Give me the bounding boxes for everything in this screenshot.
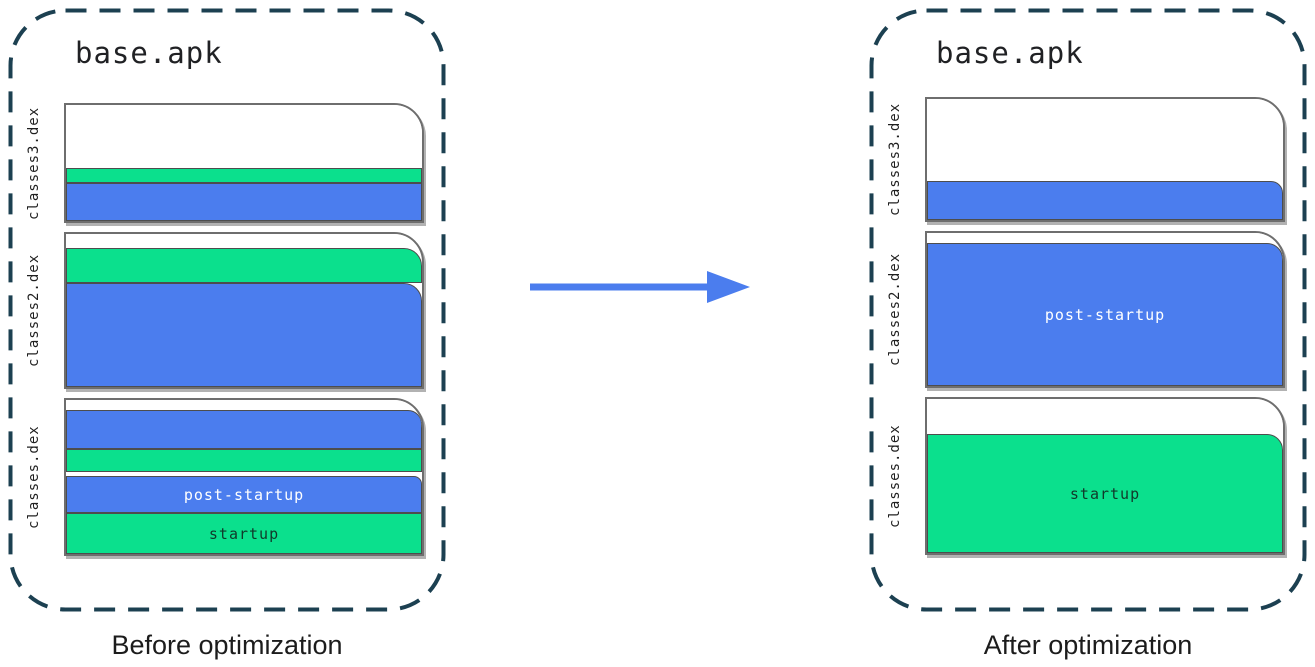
- startup-segment: [66, 168, 422, 183]
- file-row: classes3.dex: [8, 103, 446, 223]
- segment-label: post-startup: [1044, 305, 1166, 324]
- segment-label: startup: [1069, 484, 1141, 503]
- apk-title-before: base.apk: [75, 36, 223, 70]
- caption-before: Before optimization: [111, 630, 343, 660]
- startup-segment: startup: [66, 513, 422, 554]
- dex-file-label: classes2.dex: [26, 253, 42, 368]
- post-startup-segment: post-startup: [927, 243, 1283, 386]
- segment-label: startup: [208, 524, 280, 543]
- post-startup-segment: post-startup: [66, 476, 422, 513]
- dex-file-shape: startup: [925, 397, 1285, 555]
- dex-file-label: classes.dex: [887, 424, 903, 528]
- file-row: classes.dex post-startup startup: [8, 398, 446, 556]
- dex-file-label: classes.dex: [26, 425, 42, 529]
- dex-file-shape: [925, 97, 1285, 222]
- free-space-segment: [927, 233, 1283, 243]
- dex-file-shape: [64, 232, 424, 389]
- startup-segment: [66, 248, 422, 283]
- file-row: classes2.dex post-startup: [869, 231, 1307, 388]
- free-space-segment: [66, 472, 422, 476]
- dashed-container-border: [869, 8, 1307, 612]
- dashed-container-border: [8, 8, 446, 612]
- free-space-segment: [66, 400, 422, 410]
- dex-file-shape: [64, 103, 424, 223]
- free-space-segment: [927, 399, 1283, 434]
- free-space-segment: [66, 105, 422, 168]
- post-startup-segment: [66, 283, 422, 387]
- startup-segment: startup: [927, 434, 1283, 553]
- apk-title-after: base.apk: [936, 36, 1084, 70]
- dex-file-shape: post-startup: [925, 231, 1285, 388]
- dex-file-label: classes2.dex: [887, 252, 903, 367]
- post-startup-segment: [66, 183, 422, 221]
- dex-file-label: classes3.dex: [26, 106, 42, 220]
- post-startup-segment: [66, 410, 422, 449]
- segment-label: post-startup: [183, 485, 305, 504]
- dex-file-label: classes3.dex: [887, 102, 903, 217]
- post-startup-segment: [927, 181, 1283, 220]
- file-row: classes2.dex: [8, 232, 446, 389]
- caption-after: After optimization: [983, 630, 1193, 660]
- right-arrow-icon: [530, 271, 750, 303]
- dex-file-shape: post-startup startup: [64, 398, 424, 556]
- startup-segment: [66, 449, 422, 472]
- file-row: classes3.dex: [869, 97, 1307, 222]
- file-stack-before: classes3.dex classes2.dex classes.dex post-…: [8, 8, 446, 612]
- free-space-segment: [927, 99, 1283, 181]
- file-row: classes.dex startup: [869, 397, 1307, 555]
- free-space-segment: [66, 234, 422, 248]
